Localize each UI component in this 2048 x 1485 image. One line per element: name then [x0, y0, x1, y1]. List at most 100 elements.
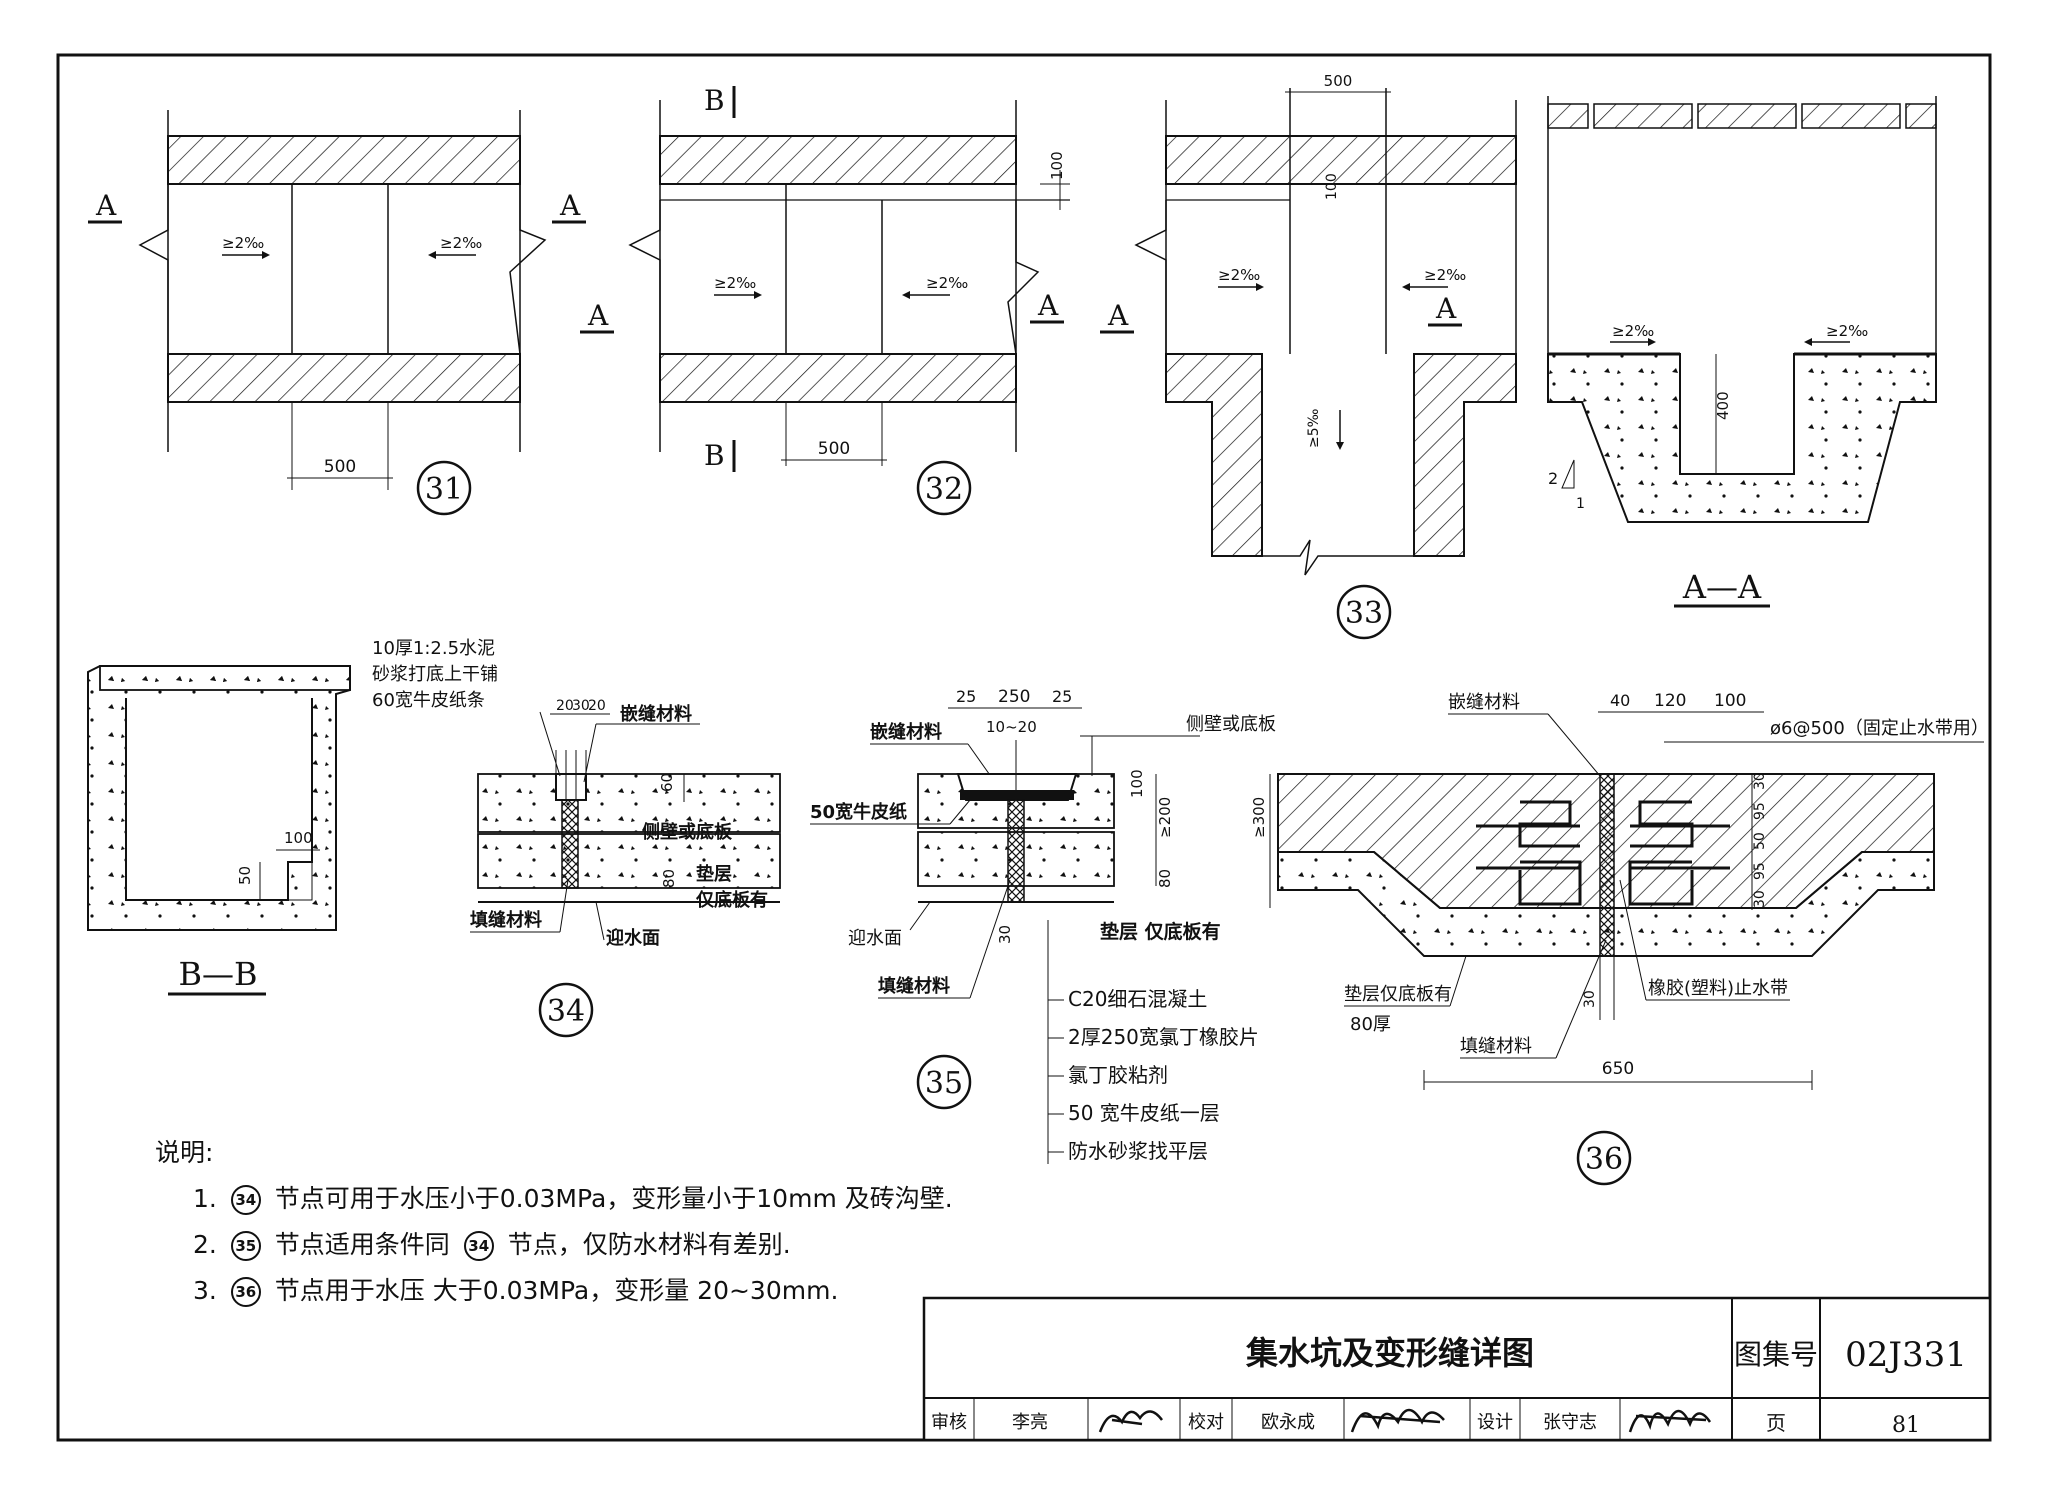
signature-check — [1350, 1408, 1445, 1433]
atlas-label: 图集号 — [1734, 1338, 1818, 1371]
dim-50: 50 — [1752, 832, 1768, 850]
dim-95: 95 — [1752, 802, 1768, 820]
dim-100: 100 — [284, 829, 313, 847]
arrow-right-icon — [1256, 283, 1264, 291]
cushion-layer — [477, 833, 781, 889]
dim-650: 650 — [1602, 1059, 1634, 1079]
waterstop-upper-left — [1518, 800, 1580, 848]
dim-30: 30 — [1752, 772, 1768, 790]
detail-32: 100 500 ≥2‰ ≥2‰ B B A A 32 — [580, 84, 1070, 516]
pit-wall-left — [1165, 353, 1263, 557]
section-mark-a-left: A — [1107, 299, 1129, 332]
slope-right: ≥2‰ — [1826, 322, 1868, 340]
note-number: 3. — [193, 1276, 217, 1305]
review-name: 李亮 — [1012, 1412, 1048, 1433]
dim-40: 40 — [1610, 691, 1630, 710]
pit-concrete — [1547, 353, 1937, 523]
label-cushion: 垫层 仅底板有 — [1100, 920, 1221, 943]
arrow-left-icon — [902, 291, 910, 299]
section-label: B—B — [178, 955, 257, 993]
dim-20: 20 — [588, 698, 606, 714]
label-wall: 侧壁或底板 — [642, 821, 733, 843]
dim-80: 80 — [660, 869, 678, 888]
slope-left: ≥2‰ — [714, 274, 756, 292]
waterstop-upper-right — [1630, 800, 1694, 848]
label-80: 80厚 — [1350, 1014, 1391, 1035]
dim-500: 500 — [324, 457, 356, 477]
section-bb: 100 50 B—B — [87, 665, 351, 996]
label-kraft: 50宽牛皮纸 — [810, 801, 907, 823]
dim-100: 100 — [1128, 769, 1146, 798]
dim-25: 25 — [956, 687, 976, 706]
slope-right: ≥2‰ — [440, 234, 482, 252]
dim-400: 400 — [1714, 391, 1732, 420]
detail-number: 36 — [1585, 1142, 1623, 1177]
note-number: 1. — [193, 1184, 217, 1213]
dim-200: ≥200 — [1156, 797, 1174, 838]
detail-number: 35 — [925, 1066, 963, 1101]
detail-ref: 35 — [230, 1231, 261, 1261]
note-line: 砂浆打底上干铺 — [372, 664, 498, 685]
notes-title: 说明: — [155, 1138, 214, 1167]
detail-36: 嵌缝材料 40 120 100 ø6@500（固定止水带用） ≥300 30 9… — [1250, 691, 1989, 1186]
title-block: 集水坑及变形缝详图 图集号 02J331 审核 李亮 校对 欧永成 设计 张守志… — [922, 1296, 1992, 1442]
detail-ref: 34 — [463, 1231, 494, 1261]
dim-30: 30 — [572, 698, 590, 714]
wall-layer — [477, 773, 781, 833]
detail-number-circle — [416, 460, 472, 516]
slope-left: ≥2‰ — [1218, 266, 1260, 284]
note-item: 3. 36 节点用于水压 大于0.03MPa，变形量 20~30mm. — [193, 1268, 953, 1314]
signature-review — [1098, 1410, 1163, 1433]
break-line-left — [138, 184, 169, 354]
label-cushion: 垫层 — [696, 863, 732, 885]
section-mark-a-right: A — [559, 189, 581, 222]
fill-joint — [1599, 773, 1615, 957]
detail-ref: 36 — [230, 1277, 261, 1307]
label-fill: 填缝材料 — [470, 909, 542, 931]
slope-pit: ≥5‰ — [1306, 408, 1322, 448]
arrow-right-icon — [262, 251, 270, 259]
dim-100: 100 — [1048, 151, 1066, 180]
break-line-right — [509, 184, 547, 355]
check-label: 校对 — [1188, 1412, 1224, 1433]
page-label: 页 — [1766, 1411, 1786, 1435]
detail-35: 25 250 25 10~20 嵌缝材料 侧壁或底板 50宽牛皮纸 100 ≥2… — [810, 687, 1276, 1164]
label-water-side: 迎水面 — [848, 928, 902, 949]
dim-80: 80 — [1156, 869, 1174, 888]
dim-95: 95 — [1752, 862, 1768, 880]
page-number: 81 — [1892, 1413, 1920, 1438]
fill-joint — [561, 799, 579, 889]
note-text: 节点用于水压 大于0.03MPa，变形量 20~30mm. — [274, 1276, 839, 1305]
arrow-right-icon — [1648, 338, 1656, 346]
dim-20: 20 — [556, 698, 574, 714]
note-text: 节点，仅防水材料有差别. — [507, 1230, 791, 1259]
arrow-left-icon — [428, 251, 436, 259]
section-mark-a-right: A — [1037, 289, 1059, 322]
arrow-left-icon — [1804, 338, 1812, 346]
note-text: 节点适用条件同 — [274, 1230, 450, 1259]
section-label: A—A — [1682, 568, 1762, 606]
label-caulk: 嵌缝材料 — [620, 703, 692, 725]
detail-number: 31 — [425, 472, 463, 507]
arrow-right-icon — [754, 291, 762, 299]
section-mark-a-left: A — [95, 189, 117, 222]
layer-label: C20细石混凝土 — [1068, 987, 1207, 1011]
design-name: 张守志 — [1543, 1412, 1597, 1433]
detail-number: 33 — [1345, 596, 1383, 631]
note-number: 2. — [193, 1230, 217, 1259]
dim-500: 500 — [818, 439, 850, 459]
section-mark-b-bottom: B — [704, 439, 725, 472]
arrow-left-icon — [1402, 283, 1410, 291]
caulk-groove — [555, 773, 587, 801]
fill-joint — [1007, 799, 1025, 903]
layer-label: 2厚250宽氯丁橡胶片 — [1068, 1025, 1259, 1049]
atlas-number: 02J331 — [1845, 1335, 1967, 1375]
cushion-section — [1277, 851, 1935, 957]
waterstop-lower-right — [1628, 860, 1694, 906]
dim-500: 500 — [1324, 72, 1353, 90]
signature-design — [1628, 1409, 1712, 1433]
note-line: 60宽牛皮纸条 — [372, 690, 485, 711]
detail-31: 500 ≥2‰ ≥2‰ A A 31 — [88, 110, 586, 516]
label-cushion: 垫层仅底板有 — [1344, 984, 1452, 1005]
